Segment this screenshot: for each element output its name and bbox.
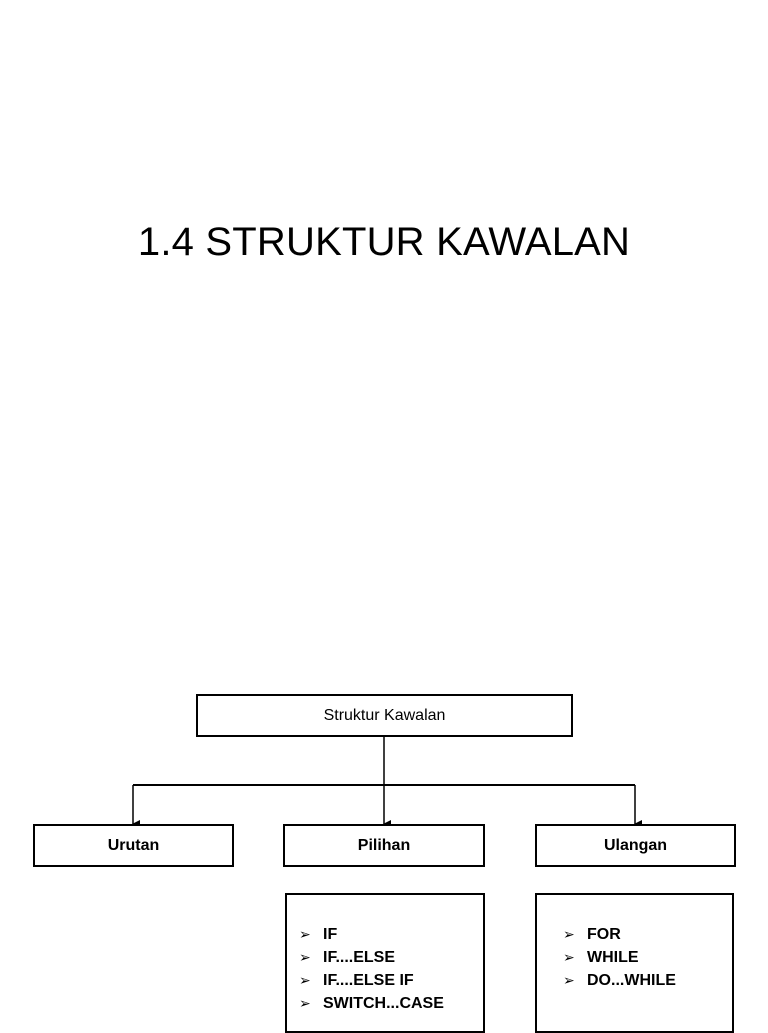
root-node-struktur-kawalan: Struktur Kawalan [196,694,573,737]
arrow-bullet-icon: ➢ [299,949,311,965]
list-item: ➢ FOR [563,923,676,946]
arrow-bullet-icon: ➢ [299,926,311,942]
list-item-label: IF....ELSE IF [323,971,414,989]
list-item-label: FOR [587,925,621,943]
arrow-bullet-icon: ➢ [563,972,575,988]
branch-node-label: Urutan [107,836,160,854]
arrow-bullet-icon: ➢ [563,926,575,942]
list-item-label: IF....ELSE [323,948,396,966]
arrow-bullet-icon: ➢ [299,972,311,988]
pilihan-items-box: ➢ IF ➢ IF....ELSE ➢ IF....ELSE IF ➢ SWIT… [285,893,485,1033]
list-item: ➢ IF....ELSE [299,946,444,969]
branch-node-ulangan: Ulangan [535,824,736,867]
list-item-label: IF [323,925,338,943]
list-item-label: SWITCH...CASE [323,994,444,1012]
branch-node-urutan: Urutan [33,824,234,867]
ulangan-items-box: ➢ FOR ➢ WHILE ➢ DO...WHILE [535,893,734,1033]
slide-title: 1.4 STRUKTUR KAWALAN [137,220,631,264]
list-item: ➢ IF....ELSE IF [299,969,444,992]
branch-node-pilihan: Pilihan [283,824,485,867]
list-item: ➢ IF [299,923,444,946]
list-item: ➢ WHILE [563,946,676,969]
list-item-label: WHILE [587,948,639,966]
branch-node-label: Pilihan [357,836,411,854]
root-node-label: Struktur Kawalan [323,706,446,724]
list-item: ➢ SWITCH...CASE [299,992,444,1015]
ulangan-items-list: ➢ FOR ➢ WHILE ➢ DO...WHILE [563,923,676,992]
pilihan-items-list: ➢ IF ➢ IF....ELSE ➢ IF....ELSE IF ➢ SWIT… [299,923,444,1015]
branch-node-label: Ulangan [603,836,668,854]
arrow-bullet-icon: ➢ [299,995,311,1011]
arrow-bullet-icon: ➢ [563,949,575,965]
list-item: ➢ DO...WHILE [563,969,676,992]
list-item-label: DO...WHILE [587,971,676,989]
